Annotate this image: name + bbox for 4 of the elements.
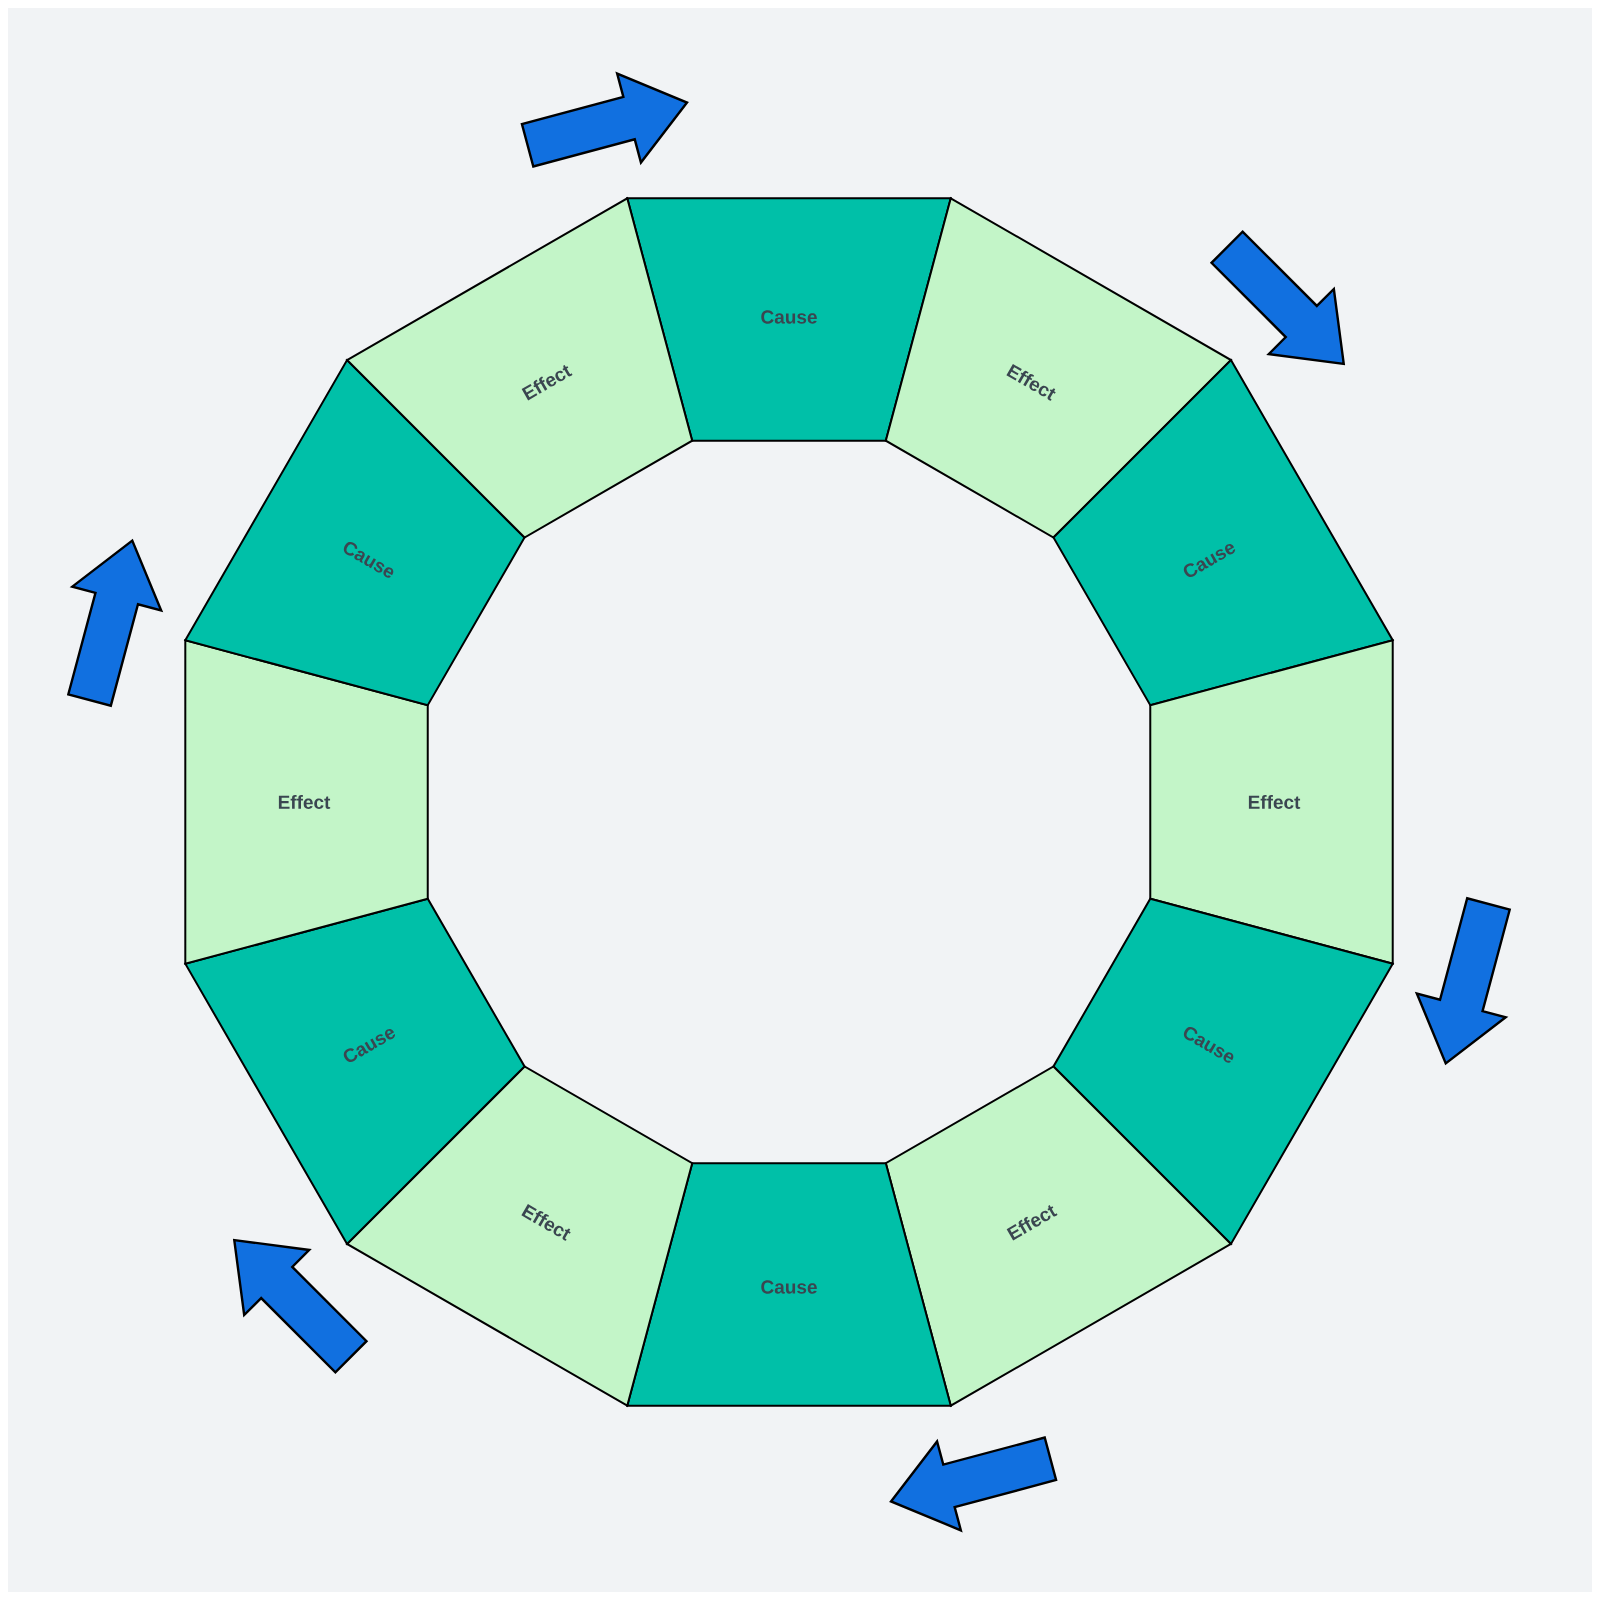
block-arrow <box>1209 230 1346 366</box>
block-arrow <box>520 71 689 168</box>
block-arrow <box>232 1238 369 1374</box>
block-arrow <box>889 1436 1058 1533</box>
